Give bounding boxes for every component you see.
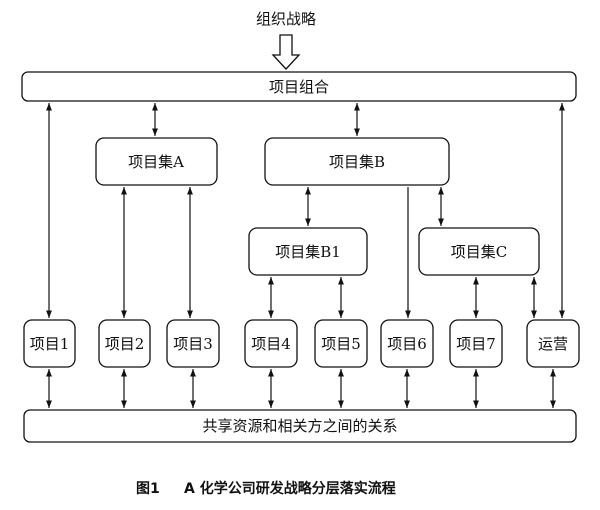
- project-7-box: [449, 319, 503, 368]
- project-4-box: [244, 319, 298, 368]
- figure-title: A 化学公司研发战略分层落实流程: [184, 480, 396, 497]
- project-3-label: 项目3: [173, 335, 213, 353]
- project-4-label: 项目4: [251, 335, 291, 353]
- program-a-box: [95, 137, 218, 186]
- operations-box: [526, 319, 580, 368]
- project-2-label: 项目2: [105, 335, 145, 353]
- project-1-box: [23, 319, 76, 368]
- project-5-box: [314, 319, 368, 368]
- project-7-label: 项目7: [456, 335, 496, 353]
- strategy-label: 组织战略: [256, 10, 316, 28]
- project-1-label: 项目1: [30, 335, 70, 353]
- program-b1-box: [248, 227, 368, 276]
- shared-resources-label: 共享资源和相关方之间的关系: [202, 417, 397, 435]
- portfolio-box: [21, 71, 577, 102]
- program-c-label: 项目集C: [451, 243, 507, 261]
- program-b1-label: 项目集B1: [275, 243, 341, 261]
- operations-label: 运营: [538, 335, 568, 353]
- project-5-label: 项目5: [321, 335, 361, 353]
- project-3-box: [166, 319, 220, 368]
- figure-number: 图1: [136, 481, 160, 497]
- project-2-box: [98, 319, 151, 368]
- project-6-label: 项目6: [387, 335, 427, 353]
- shared-resources-box: [23, 409, 577, 443]
- program-b-box: [264, 137, 450, 186]
- program-a-label: 项目集A: [128, 153, 184, 171]
- program-b-label: 项目集B: [329, 153, 385, 171]
- program-c-box: [418, 227, 540, 276]
- strategy-hollow-arrow: [271, 34, 301, 70]
- portfolio-label: 项目组合: [269, 78, 329, 96]
- project-6-box: [380, 319, 434, 368]
